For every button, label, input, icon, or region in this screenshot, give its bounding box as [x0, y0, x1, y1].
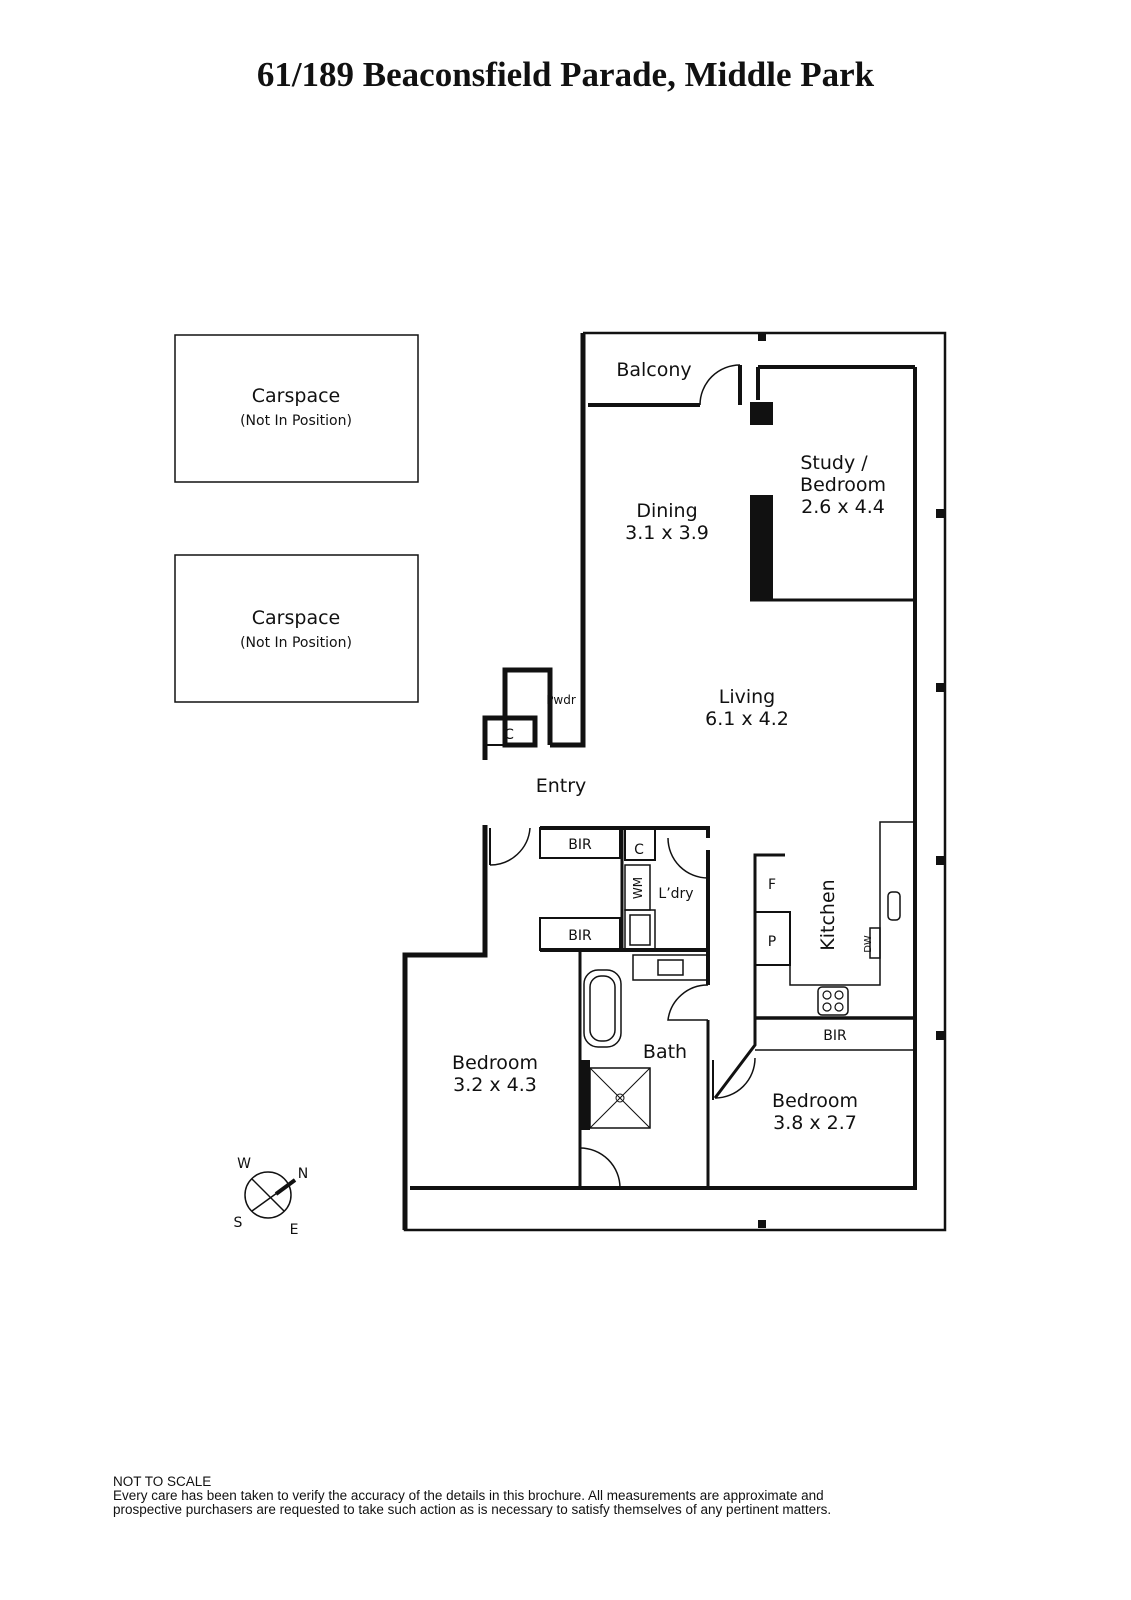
room-kitchen: Kitchen: [817, 879, 839, 950]
room-pwdr: Pwdr: [546, 693, 576, 707]
room-bedroom1-name: Bedroom: [452, 1052, 538, 1074]
room-bath: Bath: [643, 1041, 687, 1063]
carspace-2: [174, 554, 419, 703]
solid-columns: [750, 333, 945, 1228]
room-fridge: F: [768, 877, 776, 893]
compass-s: S: [234, 1215, 243, 1231]
room-balcony: Balcony: [616, 359, 691, 381]
room-closet-entry: C: [504, 727, 514, 743]
carspaces: [174, 334, 419, 703]
room-dishwasher: DW: [863, 935, 874, 953]
carspace-1-note: (Not In Position): [240, 413, 352, 429]
compass-w: W: [237, 1156, 251, 1172]
room-pantry: P: [768, 934, 776, 950]
walls: [402, 331, 947, 1232]
compass-icon: N W S E: [234, 1156, 309, 1238]
room-laundry: L’dry: [658, 886, 693, 902]
room-study-size: 2.6 x 4.4: [801, 496, 885, 518]
room-bedroom1-size: 3.2 x 4.3: [453, 1074, 537, 1096]
room-wm: WM: [631, 877, 645, 899]
room-dining-size: 3.1 x 3.9: [625, 522, 709, 544]
room-closet-laundry: C: [634, 842, 644, 858]
carspace-2-note: (Not In Position): [240, 635, 352, 651]
room-living-size: 6.1 x 4.2: [705, 708, 789, 730]
room-bir-3: BIR: [823, 1028, 847, 1044]
carspace-1: [174, 334, 419, 483]
compass-n: N: [298, 1166, 308, 1182]
room-bir-2: BIR: [568, 928, 592, 944]
disclaimer: NOT TO SCALE Every care has been taken t…: [113, 1475, 1033, 1517]
room-study-name2: Bedroom: [800, 474, 886, 496]
room-bedroom2-name: Bedroom: [772, 1090, 858, 1112]
disclaimer-line-2: prospective purchasers are requested to …: [113, 1502, 832, 1517]
carspace-1-label: Carspace: [252, 385, 340, 407]
disclaimer-line-1: Every care has been taken to verify the …: [113, 1488, 824, 1503]
room-living-name: Living: [719, 686, 776, 708]
room-bedroom2-size: 3.8 x 2.7: [773, 1112, 857, 1134]
room-entry: Entry: [536, 775, 587, 797]
page-title: 61/189 Beaconsfield Parade, Middle Park: [256, 55, 875, 94]
room-dining-name: Dining: [636, 500, 697, 522]
not-to-scale: NOT TO SCALE: [113, 1474, 212, 1489]
compass-e: E: [290, 1222, 299, 1238]
room-study-name1: Study /: [800, 452, 868, 474]
room-bir-1: BIR: [568, 837, 592, 853]
carspace-2-label: Carspace: [252, 607, 340, 629]
